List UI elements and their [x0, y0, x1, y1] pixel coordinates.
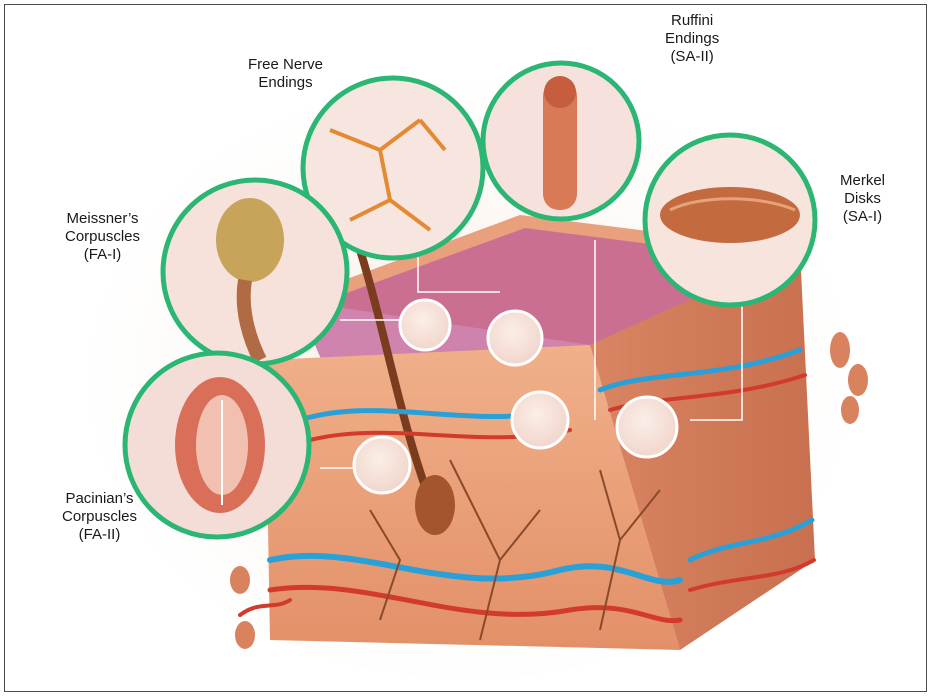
inset-meissner	[163, 180, 347, 364]
label-pacinian-corpuscles: Pacinian’s Corpuscles (FA-II)	[62, 490, 137, 544]
ruffini-bubble	[512, 392, 568, 448]
pacinian-bubble	[354, 437, 410, 493]
hair-bulb	[415, 475, 455, 535]
merkel-bubble	[617, 397, 677, 457]
meissner-bubble	[400, 300, 450, 350]
label-meissner-corpuscles: Meissner’s Corpuscles (FA-I)	[65, 210, 140, 264]
inset-ruffini	[483, 63, 639, 219]
inset-merkel	[645, 135, 815, 305]
label-ruffini-endings: Ruffini Endings (SA-II)	[665, 12, 719, 66]
label-merkel-disks: Merkel Disks (SA-I)	[840, 172, 885, 226]
inset-pacinian	[125, 353, 309, 537]
free-nerve-bubble	[488, 311, 542, 365]
label-free-nerve-endings: Free Nerve Endings	[248, 56, 323, 92]
